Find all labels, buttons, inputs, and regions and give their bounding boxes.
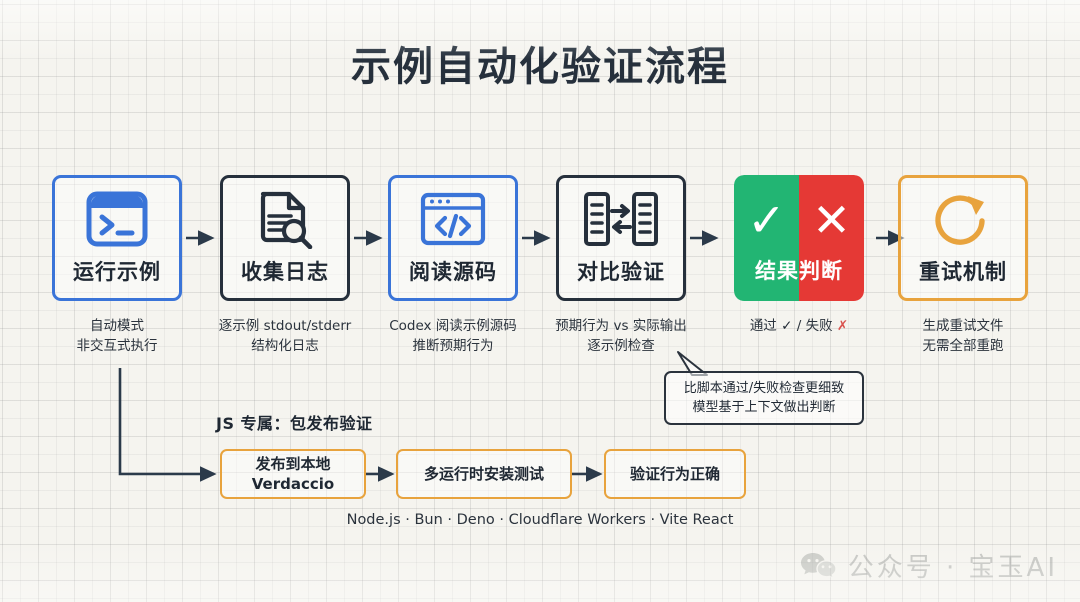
js-section-heading: JS 专属：包发布验证 [216,414,373,433]
callout-line-2: 模型基于上下文做出判断 [692,400,836,415]
caption-line-1: 预期行为 vs 实际输出 [555,318,687,334]
check-icon: ✓ [747,194,786,246]
watermark-text: 公众号 · 宝玉AI [847,553,1058,583]
js-step-line-1: 验证行为正确 [629,465,720,483]
terminal-icon [86,182,148,256]
callout-line-1: 比脚本通过/失败检查更细致 [683,381,845,396]
wechat-icon [800,552,837,580]
code-window-icon [420,182,486,256]
caption-line-1: 逐示例 stdout/stderr [218,318,352,334]
pass-mark: ✓ [781,318,793,334]
refresh-circle-icon [932,182,994,256]
js-step-publish-local[interactable]: 发布到本地 Verdaccio [220,449,366,499]
fail-mark: ✗ [836,318,849,334]
runtime-list: Node.js · Bun · Deno · Cloudflare Worker… [346,512,734,528]
document-search-icon [254,182,316,256]
caption-collect-logs: 逐示例 stdout/stderr 结构化日志 [190,316,380,356]
flow-node-label: 结果判断 [755,259,843,283]
flow-node-run-example[interactable]: 运行示例 [52,175,182,301]
flow-node-label: 阅读源码 [409,260,497,284]
js-step-line-1: 多运行时安装测试 [423,465,544,483]
caption-line-2: 推断预期行为 [412,338,494,354]
caption-line-1: 生成重试文件 [922,318,1004,334]
page-title: 示例自动化验证流程 [351,44,729,90]
compare-documents-icon [583,182,659,256]
caption-run-example: 自动模式 非交互式执行 [22,316,212,356]
pass-word: 通过 [749,318,777,334]
caption-line-1: 通过 ✓ / 失败 ✗ [704,316,894,336]
caption-retry-mechanism: 生成重试文件 无需全部重跑 [868,316,1058,356]
caption-line-2: 无需全部重跑 [922,338,1004,354]
watermark: 公众号 · 宝玉AI [800,547,1058,584]
flow-node-label: 对比验证 [577,260,665,284]
js-step-multi-runtime-install[interactable]: 多运行时安装测试 [396,449,572,499]
flow-node-result-judgement[interactable]: ✓ ✕ 结果判断 [734,175,864,301]
flow-node-read-source[interactable]: 阅读源码 [388,175,518,301]
caption-read-source: Codex 阅读示例源码 推断预期行为 [358,316,548,356]
flow-node-label: 运行示例 [73,260,161,284]
cross-icon: ✕ [812,194,851,246]
caption-line-2: 非交互式执行 [76,338,158,354]
caption-separator: / [796,318,802,334]
js-step-line-2: Verdaccio [251,475,335,493]
flow-node-collect-logs[interactable]: 收集日志 [220,175,350,301]
js-step-line-1: 发布到本地 [255,455,331,473]
flow-node-retry-mechanism[interactable]: 重试机制 [898,175,1028,301]
flow-node-compare-verify[interactable]: 对比验证 [556,175,686,301]
caption-result-judgement: 通过 ✓ / 失败 ✗ [704,316,894,336]
caption-line-1: 自动模式 [90,318,144,334]
caption-line-2: 结构化日志 [251,338,319,354]
flow-node-label: 重试机制 [919,260,1007,284]
callout-bubble: 比脚本通过/失败检查更细致 模型基于上下文做出判断 [664,371,864,425]
js-step-verify-behavior[interactable]: 验证行为正确 [604,449,746,499]
caption-line-1: Codex 阅读示例源码 [389,318,517,334]
fail-word: 失败 [805,318,833,334]
flow-node-label: 收集日志 [241,260,329,284]
connector-branch-js [118,368,217,482]
